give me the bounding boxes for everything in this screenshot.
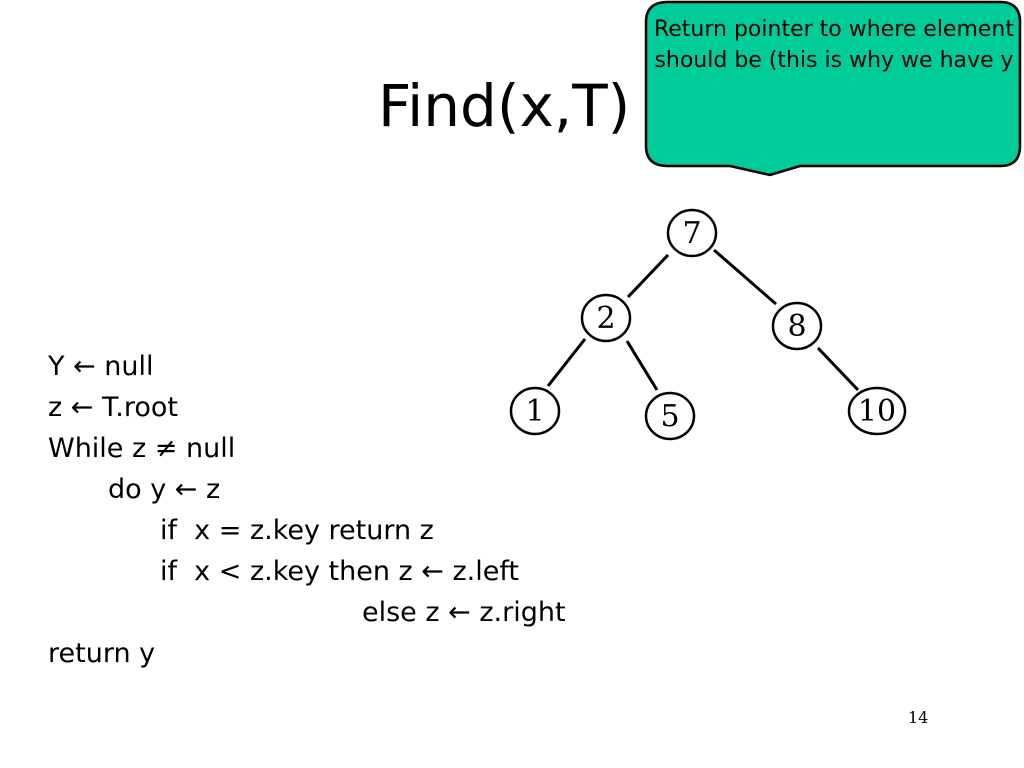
- node-label-10: 10: [858, 394, 896, 429]
- callout-shape: [644, 0, 1022, 177]
- edge-7-8: [713, 248, 777, 306]
- code-line-4: do y ← z: [108, 474, 221, 505]
- node-label-8: 8: [787, 309, 806, 344]
- code-line-2: z ← T.root: [48, 392, 178, 423]
- node-10: [847, 386, 907, 436]
- edge-8-10: [816, 346, 860, 392]
- slide-number: 14: [908, 708, 929, 727]
- code-line-8: return y: [48, 638, 156, 669]
- slide-title: Find(x,T): [378, 72, 631, 140]
- edge-2-5: [625, 340, 659, 391]
- code-line-1: Y ← null: [48, 351, 154, 382]
- node-label-2: 2: [596, 301, 615, 336]
- node-8: [771, 301, 823, 351]
- node-5: [644, 391, 696, 441]
- callout-bubble: [644, 0, 1022, 177]
- edge-7-2: [626, 253, 670, 299]
- node-1: [509, 386, 561, 436]
- code-line-7: else z ← z.right: [362, 597, 566, 628]
- node-label-5: 5: [660, 399, 679, 434]
- node-label-7: 7: [682, 216, 701, 251]
- code-line-5: if x = z.key return z: [160, 515, 434, 546]
- edge-2-1: [546, 338, 587, 387]
- node-label-1: 1: [525, 394, 544, 429]
- code-line-6: if x < z.key then z ← z.left: [160, 556, 519, 587]
- callout-text: Return pointer to where element should b…: [653, 17, 1015, 73]
- code-line-3: While z ≠ null: [48, 433, 236, 464]
- node-7: [666, 208, 718, 258]
- node-2: [580, 293, 632, 343]
